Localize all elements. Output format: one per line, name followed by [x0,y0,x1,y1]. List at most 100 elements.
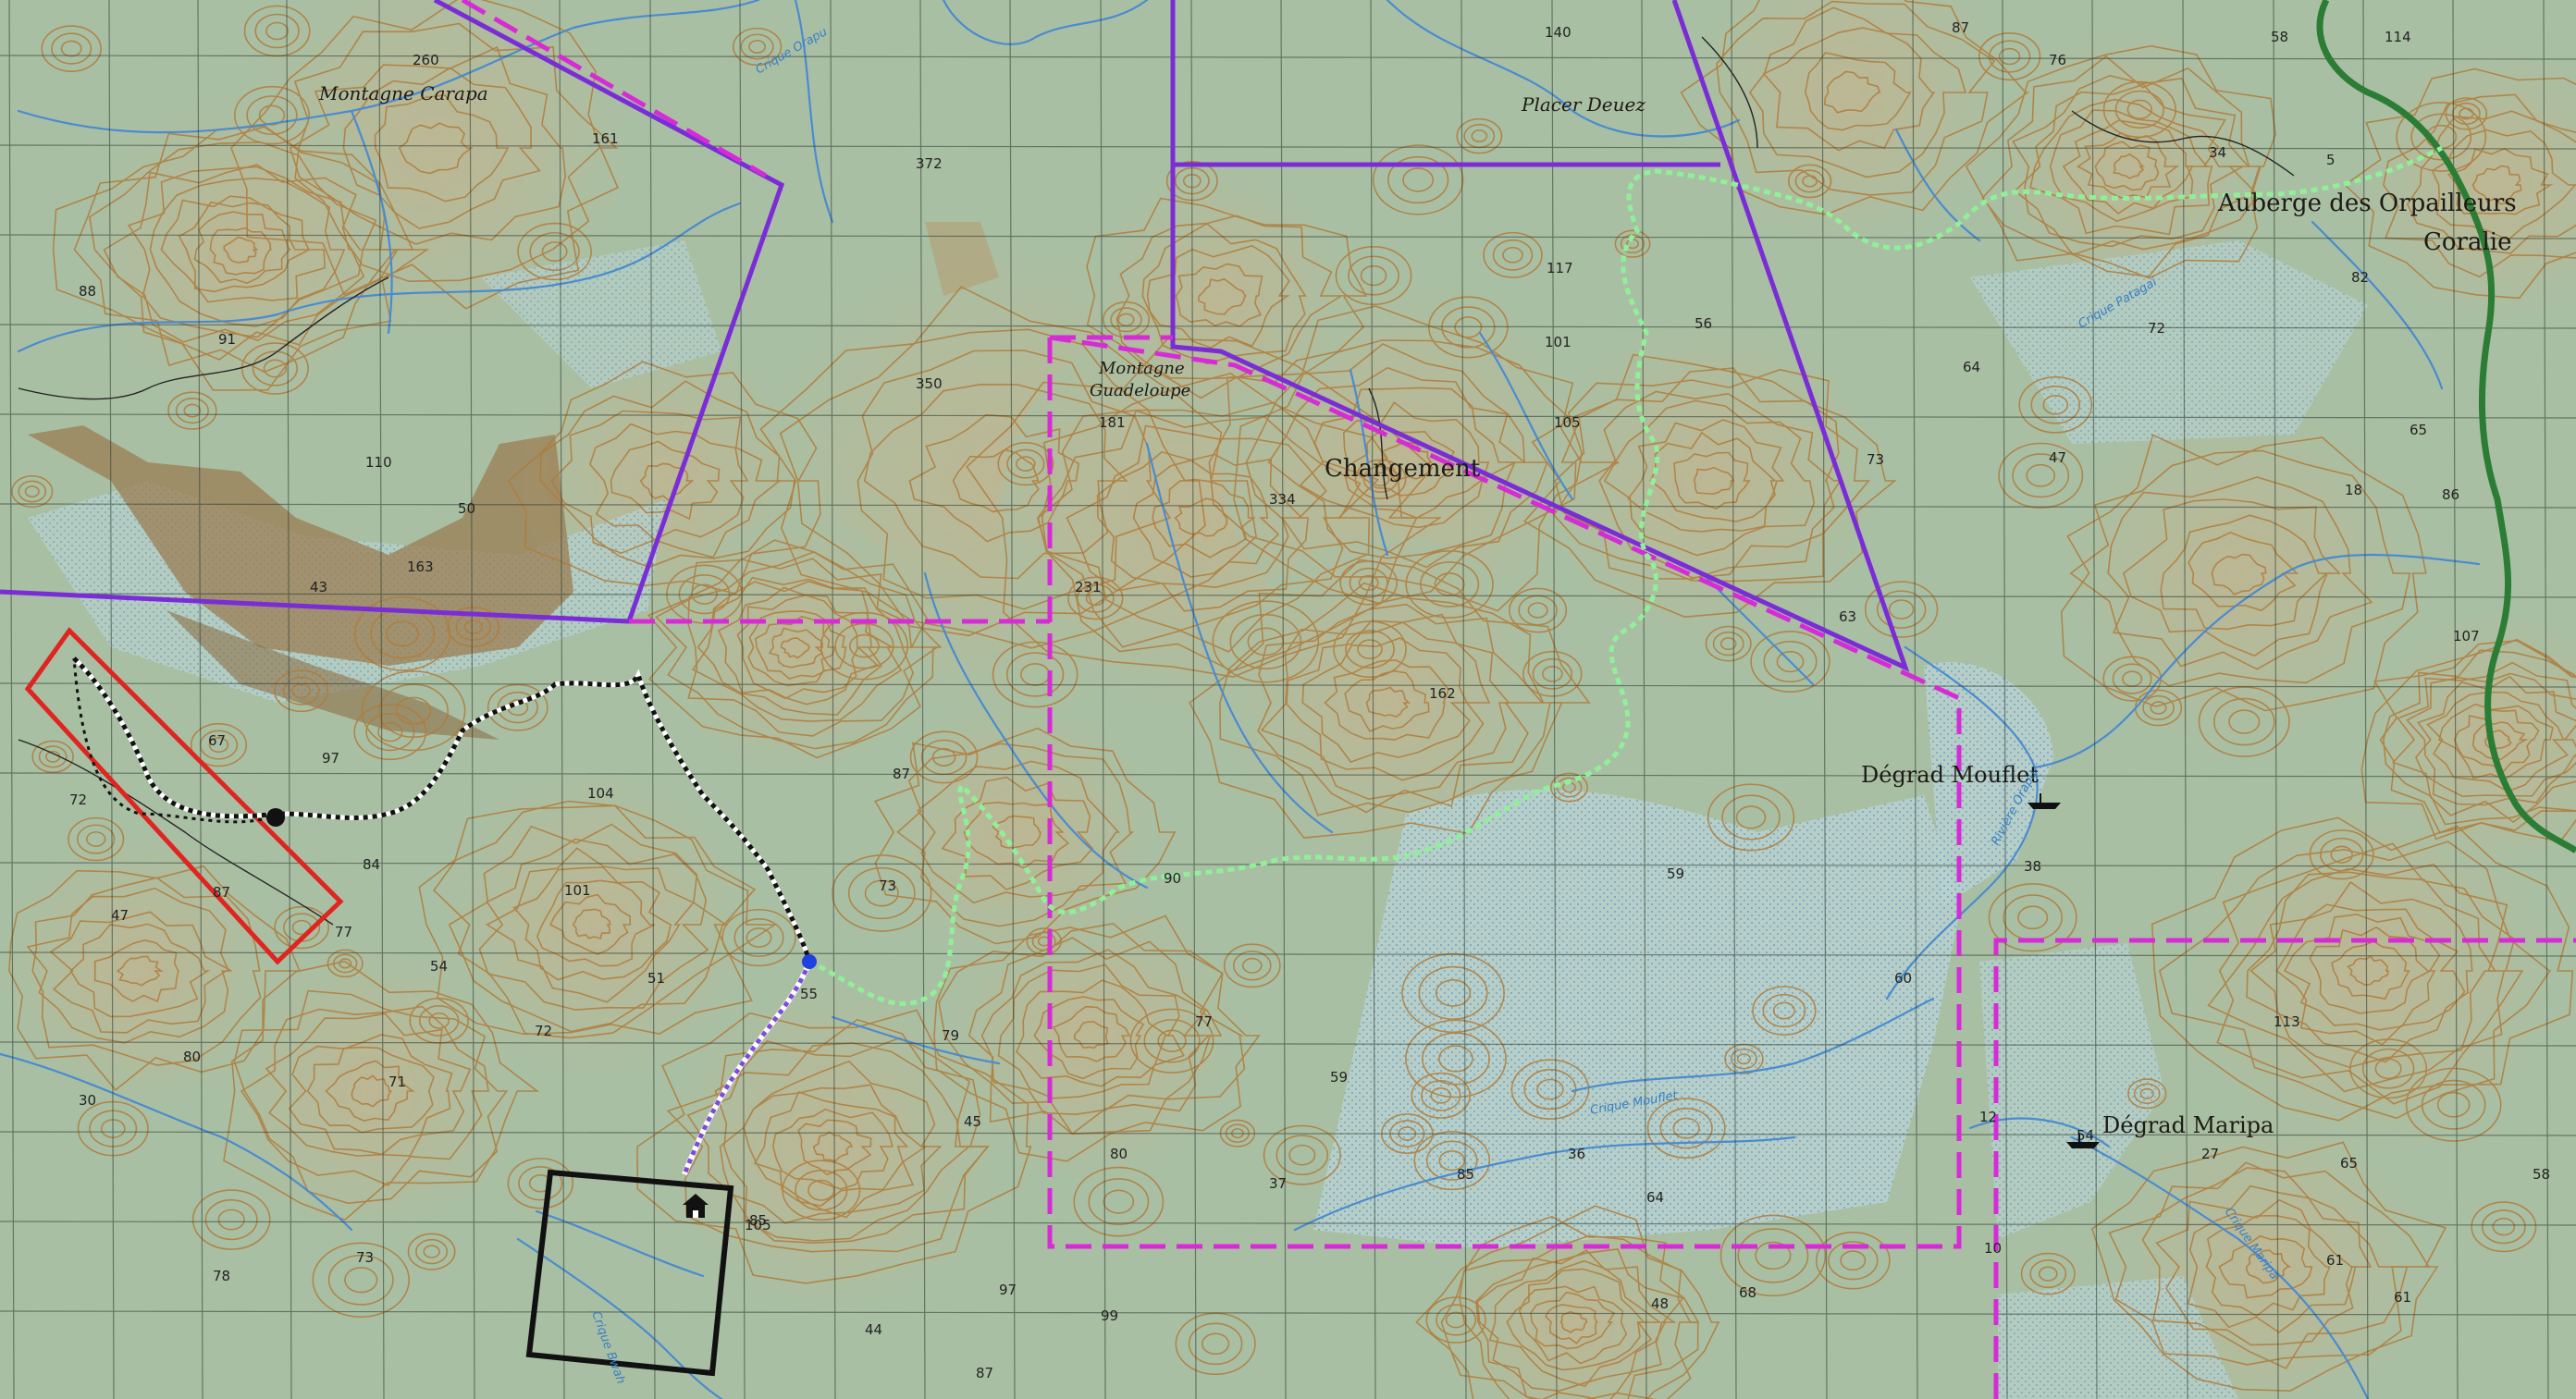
elevation-label: 72 [2148,320,2165,337]
elevation-label: 44 [865,1321,882,1338]
rivers [0,0,2481,1399]
elevation-label: 101 [1545,334,1571,350]
elevation-label: 68 [1739,1284,1756,1301]
elevation-label: 107 [2453,628,2480,644]
elevation-label: 334 [1269,491,1296,508]
elevation-label: 73 [356,1249,374,1266]
elevation-label: 87 [976,1365,993,1381]
elevation-label: 60 [1894,970,1912,987]
elevation-label: 117 [1547,260,1573,276]
elevation-label: 77 [335,924,352,940]
label-degrad-mouflet: Dégrad Mouflet [1861,762,2039,788]
elevation-label: 372 [916,155,943,172]
elevation-label: 58 [2271,29,2288,45]
elevation-labels: 260 161 372 140 87 76 58 114 5 34 88 91 … [69,19,2550,1381]
elevation-label: 54 [430,958,448,975]
elevation-label: 58 [2533,1166,2550,1183]
elevation-label: 54 [2077,1127,2094,1144]
elevation-label: 110 [365,454,392,471]
elevation-label: 105 [745,1217,771,1233]
boat-icon[interactable] [2066,1133,2100,1148]
elevation-label: 10 [1984,1240,2002,1257]
elevation-label: 65 [2410,422,2427,438]
elevation-label: 67 [208,732,226,749]
elevation-label: 72 [535,1023,552,1039]
elevation-label: 88 [79,283,96,300]
elevation-label: 78 [213,1268,230,1284]
elevation-label: 99 [1101,1307,1118,1324]
elevation-label: 72 [69,792,87,808]
elevation-label: 105 [1554,414,1581,431]
violet-boundaries [0,0,1910,672]
elevation-label: 163 [407,558,434,575]
elevation-label: 113 [2274,1013,2300,1030]
elevation-label: 82 [2351,269,2369,286]
elevation-label: 260 [413,52,439,68]
elevation-label: 12 [1979,1109,1997,1125]
elevation-label: 140 [1545,24,1571,41]
trail-loop [72,657,278,824]
elevation-label: 101 [564,882,591,899]
elevation-label: 350 [916,375,943,392]
label-montagne-guadeloupe-2: Guadeloupe [1090,381,1190,400]
elevation-label: 43 [310,579,327,595]
label-coralie: Coralie [2423,228,2512,256]
elevation-label: 87 [1952,19,1969,36]
elevation-label: 47 [2049,449,2066,466]
elevation-label: 59 [1667,865,1684,882]
elevation-label: 37 [1269,1175,1287,1192]
bottomland-areas [28,222,999,740]
elevation-label: 61 [2326,1252,2344,1269]
elevation-label: 63 [1839,608,1856,625]
label-changement: Changement [1325,455,1481,483]
elevation-label: 162 [1429,685,1456,702]
elevation-label: 61 [2394,1289,2411,1306]
elevation-label: 64 [1646,1189,1664,1206]
elevation-label: 55 [800,986,818,1002]
boat-icon[interactable] [2028,793,2061,809]
elevation-label: 114 [2385,29,2411,45]
elevation-label: 87 [893,766,910,782]
waypoint-icon[interactable] [802,954,817,969]
elevation-label: 80 [183,1049,201,1065]
elevation-label: 48 [1651,1295,1669,1312]
elevation-label: 84 [363,856,380,873]
elevation-label: 30 [79,1092,96,1109]
elevation-label: 65 [2340,1155,2358,1172]
elevation-label: 47 [111,907,129,924]
elevation-label: 71 [388,1074,406,1090]
house-icon[interactable] [683,1194,709,1218]
elevation-label: 18 [2345,482,2362,498]
place-labels: Montagne Carapa Placer Deuez Auberge des… [318,82,2517,1138]
elevation-label: 77 [1195,1013,1213,1030]
elevation-label: 231 [1075,579,1102,595]
elevation-label: 86 [2442,486,2459,503]
label-placer-deuez: Placer Deuez [1521,93,1645,116]
label-degrad-maripa: Dégrad Maripa [2102,1112,2274,1138]
elevation-label: 5 [2326,152,2336,168]
label-auberge-orpailleurs: Auberge des Orpailleurs [2217,190,2517,217]
elevation-label: 36 [1568,1146,1585,1162]
elevation-label: 90 [1164,870,1181,887]
elevation-label: 87 [213,884,230,901]
elevation-label: 45 [964,1113,981,1130]
elevation-label: 64 [1963,359,1980,375]
waypoint-icon[interactable] [266,808,285,827]
elevation-label: 181 [1099,414,1126,431]
label-montagne-guadeloupe: Montagne [1098,359,1185,378]
trail-green [807,145,2444,1006]
elevation-label: 27 [2201,1146,2219,1162]
label-montagne-carapa: Montagne Carapa [318,82,488,104]
elevation-label: 97 [322,750,339,767]
elevation-label: 161 [592,130,619,147]
elevation-label: 79 [942,1027,959,1044]
forest-edge-boundary [2316,0,2576,853]
elevation-label: 34 [2209,144,2226,161]
elevation-label: 38 [2024,858,2041,875]
elevation-label: 51 [647,970,665,987]
contour-lines [8,0,2576,1399]
elevation-label: 76 [2049,52,2066,68]
